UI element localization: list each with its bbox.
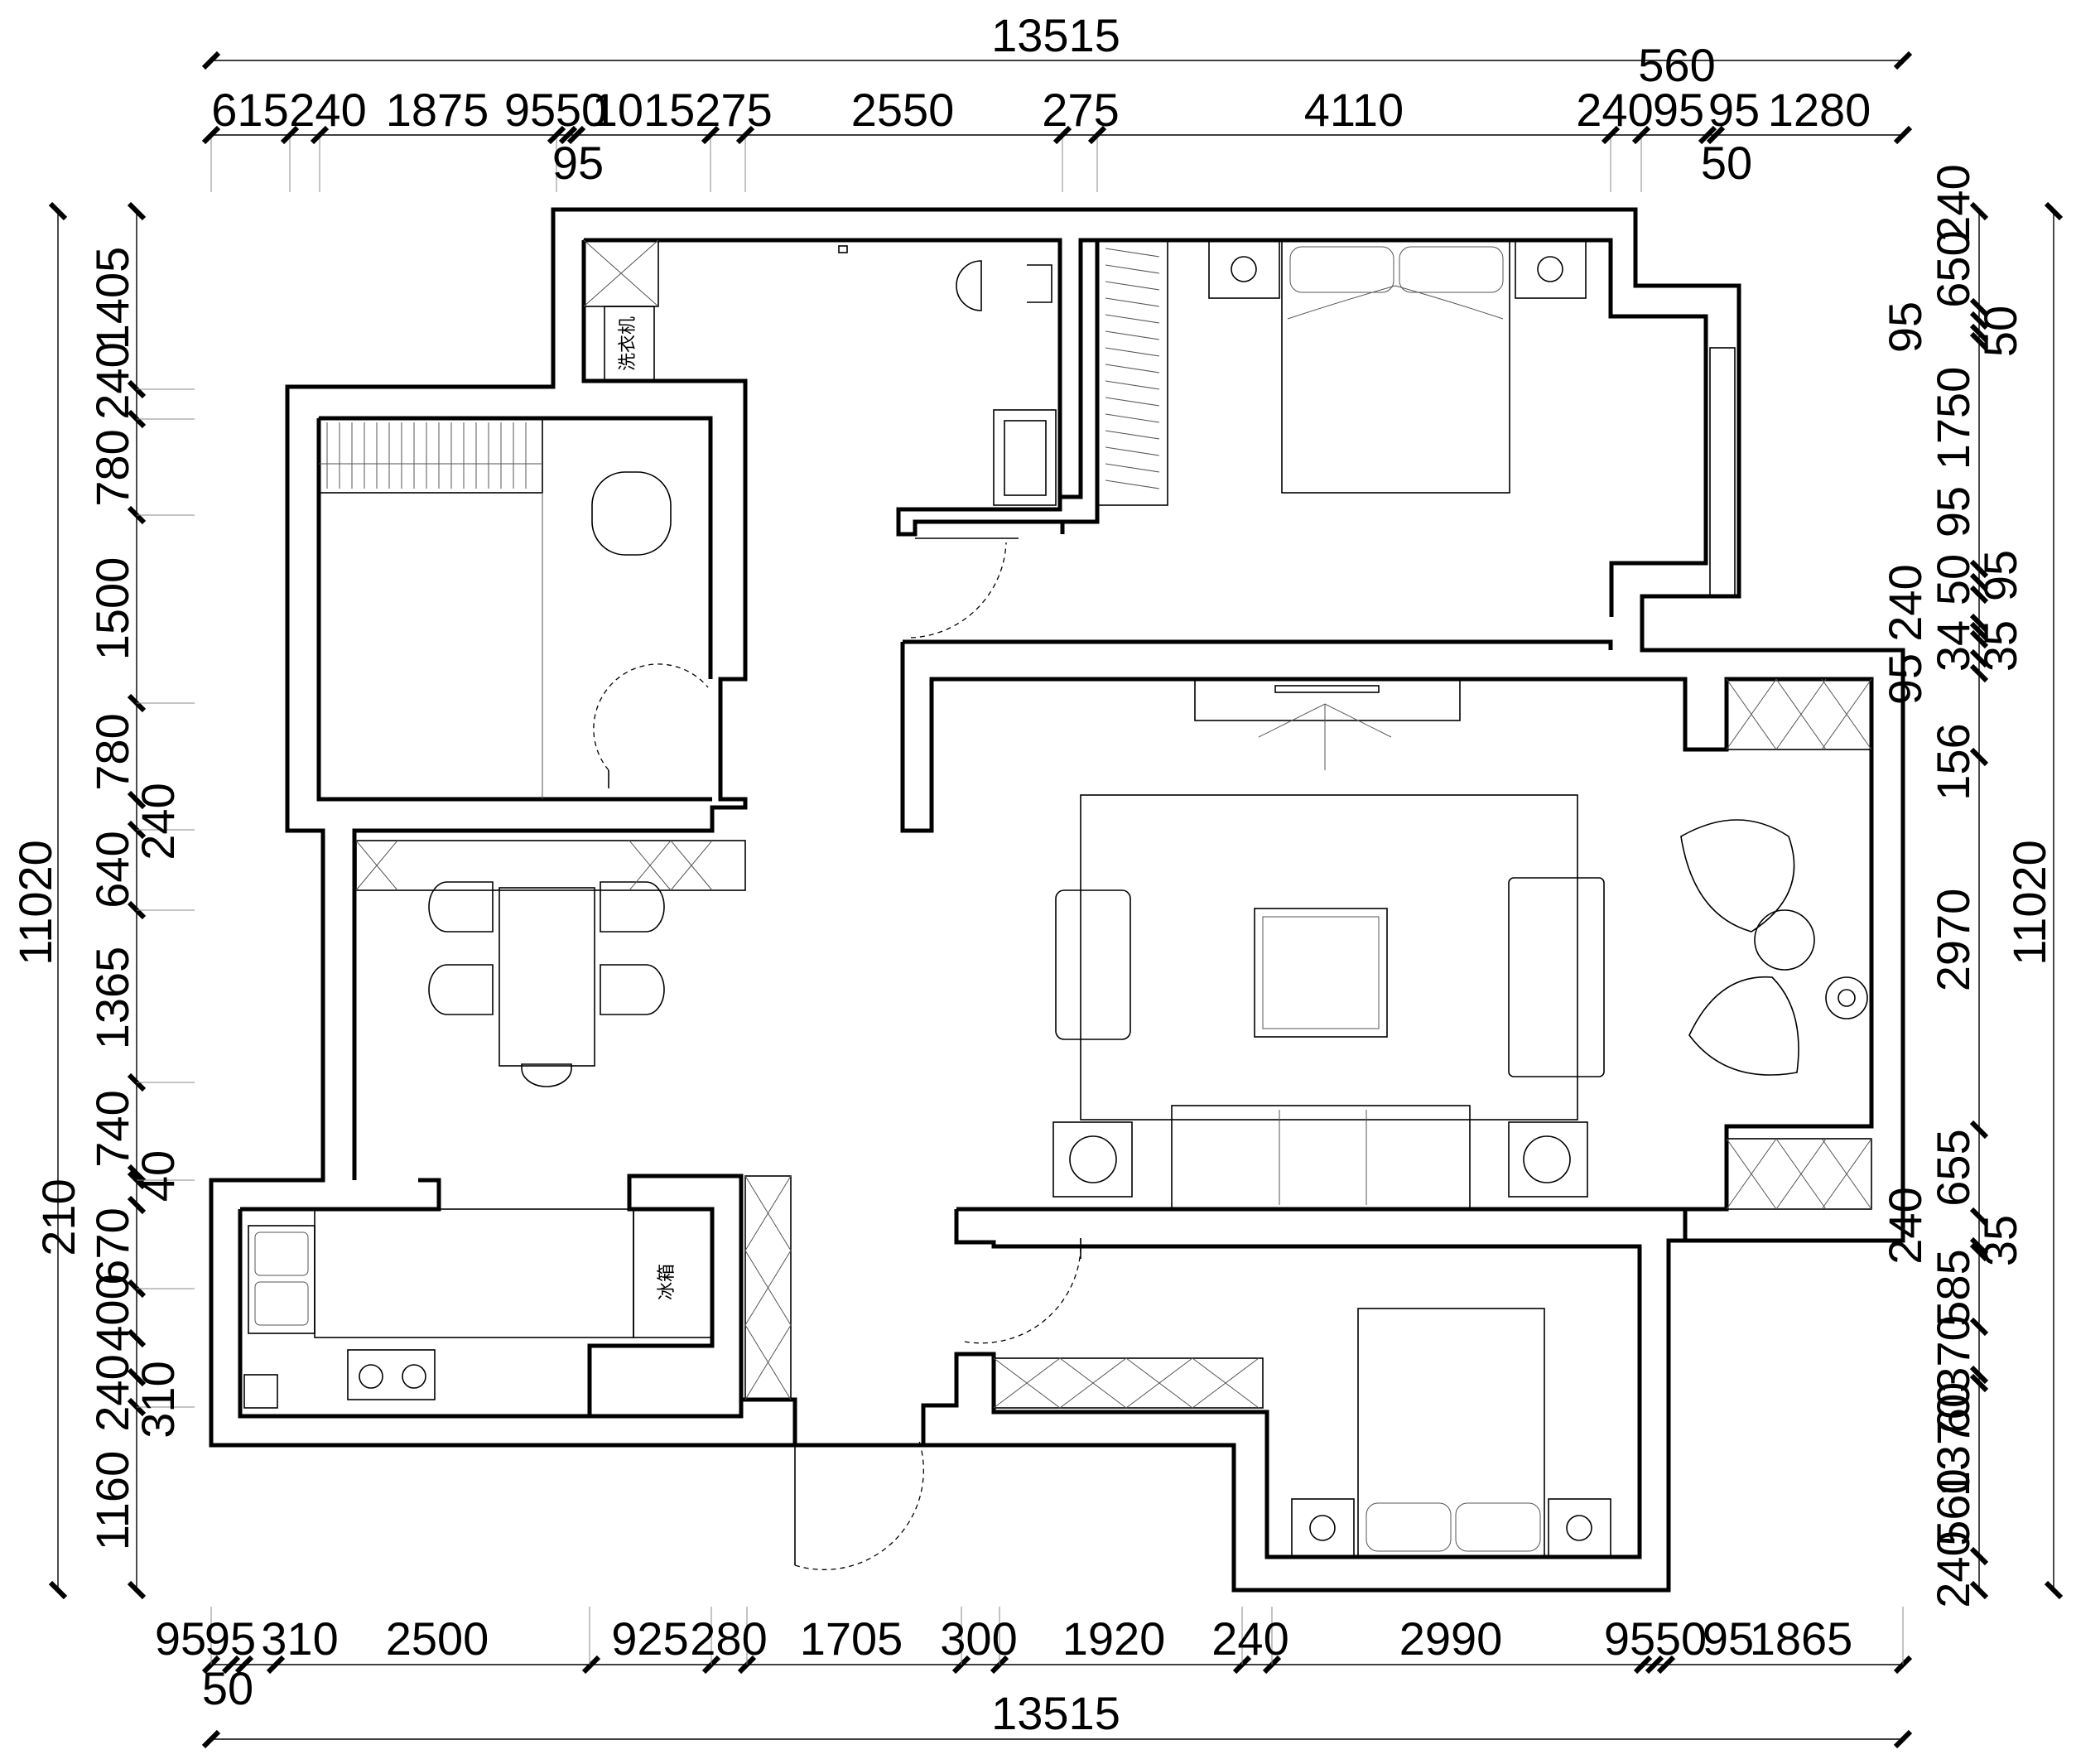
fridge-label: 冰箱 [657,1264,677,1300]
washing-machine-label: 洗衣机 [618,316,638,371]
right-seg-19: 60 [1927,1382,1979,1434]
left-seg-14: 240 [86,1354,138,1431]
bottom-seg-0: 95 [155,1612,206,1665]
right-seg-16: 35 [1974,1215,2026,1266]
right-seg-7: 240 [1879,564,1931,641]
bottom-seg-12: 50 [1655,1612,1707,1665]
living-room-fixtures [1052,678,1872,1210]
top-seg-2: 1875 [386,84,489,136]
top-sub-1: 50 [1701,137,1752,189]
kitchen-fixtures: 冰箱 [243,1175,792,1409]
top-seg-12: 95 [1708,84,1760,136]
left-seg-2: 780 [86,429,138,506]
right-seg-4: 1750 [1927,367,1979,470]
top-seg-10: 240 [1576,84,1653,136]
dining-set [355,840,746,1087]
bottom-seg-1: 95 [205,1612,256,1665]
left-seg-6: 640 [86,831,138,908]
bottom-seg-6: 1705 [800,1612,903,1665]
right-seg-12: 34 [1927,620,1979,672]
top-seg-6: 275 [695,84,772,136]
left-seg-7: 1365 [86,947,138,1050]
right-seg-9: 35 [1974,620,2026,672]
right-dimensions: 240 650 95 50 1750 95 95 240 50 35 95 15… [1879,164,2064,1608]
bedroom-2-fixtures [794,1237,1611,1570]
left-seg-12: 400 [86,1274,138,1351]
left-seg-13: 310 [132,1361,184,1438]
bottom-seg-14: 1865 [1750,1612,1853,1665]
left-seg-11: 670 [86,1207,138,1284]
bottom-seg-8: 1920 [1062,1612,1166,1665]
top-seg-1: 240 [289,84,366,136]
top-seg-8: 275 [1042,84,1119,136]
bottom-seg-11: 95 [1604,1612,1655,1665]
left-seg-1: 240 [86,342,138,419]
bottom-seg-7: 300 [940,1612,1017,1665]
master-bedroom-fixtures [1096,239,1736,597]
right-seg-6: 95 [1974,550,2026,601]
bottom-seg-4: 925 [611,1612,688,1665]
right-seg-5: 95 [1927,486,1979,537]
bottom-seg-10: 2990 [1399,1612,1503,1665]
top-seg-7: 2550 [851,84,955,136]
left-seg-8: 740 [86,1090,138,1167]
bottom-seg-3: 2500 [386,1612,489,1665]
top-seg-13: 1280 [1768,84,1871,136]
top-extra-dim: 560 [1638,39,1715,91]
top-seg-3: 95 [504,84,556,136]
left-seg-9: 40 [132,1150,184,1202]
bedroom-1-fixtures [318,417,709,799]
top-seg-4: 50 [556,84,607,136]
top-total-dim: 13515 [991,9,1120,61]
bottom-seg-2: 310 [261,1612,338,1665]
walls [209,207,1905,1593]
bottom-seg-5: 280 [690,1612,767,1665]
left-seg-10: 210 [32,1178,84,1256]
laundry-bath-fixtures: 洗衣机 [583,239,1057,639]
right-seg-8: 50 [1927,554,1979,605]
right-seg-21: 560 [1927,1468,1979,1545]
top-seg-9: 4110 [1304,84,1404,136]
right-seg-13: 2970 [1927,889,1979,992]
top-seg-11: 95 [1653,84,1704,136]
right-seg-1: 650 [1927,230,1979,307]
right-seg-18: 370 [1927,1315,1979,1392]
right-total-dim: 11020 [2003,840,2055,966]
left-dimensions: 11020 1405 240 780 1500 780 240 [9,201,195,1600]
right-seg-3: 50 [1974,306,2026,357]
right-seg-22: 240 [1927,1530,1979,1607]
left-seg-3: 1500 [86,557,138,661]
bottom-sub-0: 50 [202,1662,253,1714]
top-seg-0: 615 [211,84,288,136]
top-sub-0: 95 [552,137,604,189]
left-total-dim: 11020 [9,840,61,966]
bottom-seg-9: 240 [1211,1612,1288,1665]
left-seg-4: 780 [86,713,138,790]
bottom-seg-13: 95 [1703,1612,1754,1665]
top-dimensions: 13515 560 615 240 1875 95 50 1015 27 [201,9,1913,192]
bottom-total-dim: 13515 [991,1687,1120,1739]
left-seg-0: 1405 [86,247,138,350]
top-seg-5: 1015 [592,84,696,136]
right-seg-2: 95 [1879,301,1931,353]
right-seg-17: 585 [1927,1249,1979,1326]
right-seg-14: 655 [1927,1129,1979,1206]
bottom-dimensions: 95 95 310 2500 925 280 1705 300 1920 240… [155,1607,1913,1749]
right-seg-20: 1370 [1927,1394,1979,1497]
left-seg-15: 1160 [86,1451,138,1550]
left-seg-5: 240 [132,783,184,860]
right-seg-11: 156 [1927,723,1979,800]
right-seg-0: 240 [1927,164,1979,241]
